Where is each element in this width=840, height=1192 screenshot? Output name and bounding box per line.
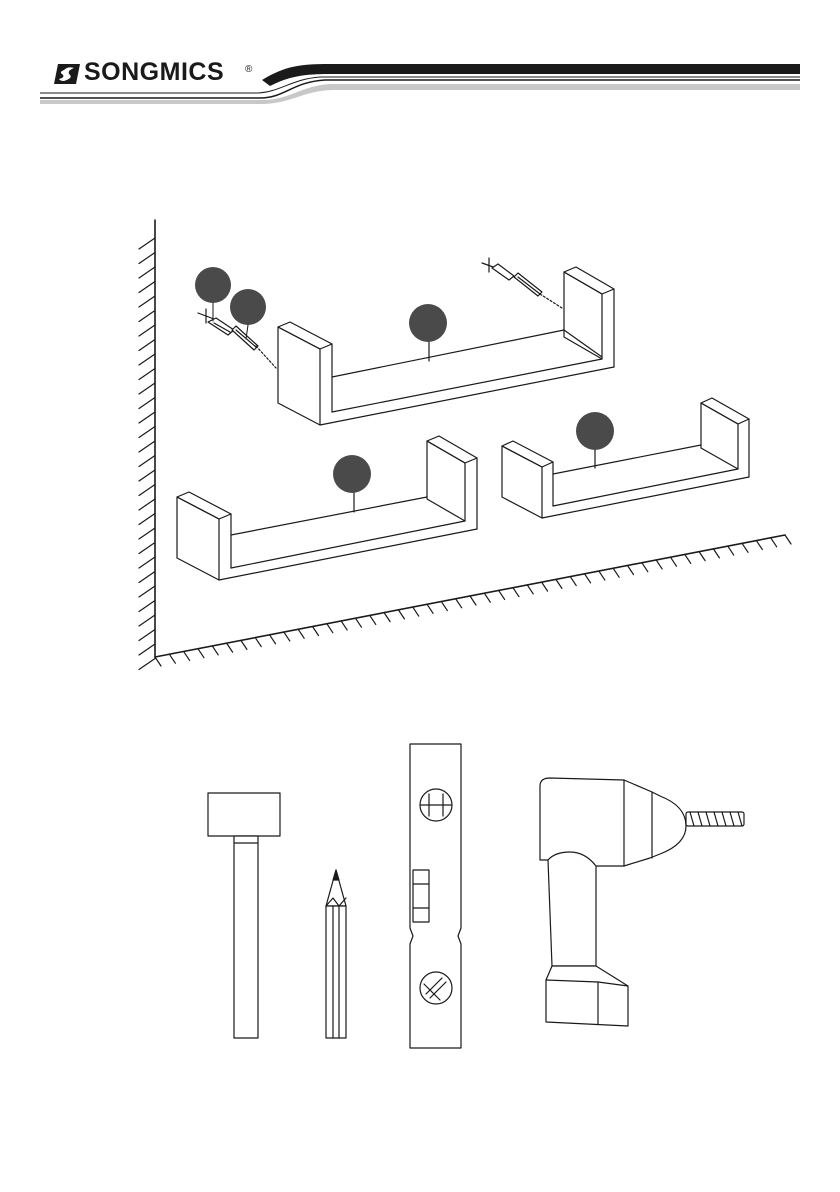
floor-hatch-line xyxy=(756,541,762,550)
floor-hatch-line xyxy=(570,577,576,586)
floor-hatch-line xyxy=(742,543,748,552)
callout-marker-screw xyxy=(230,289,266,325)
floor-hatch-line xyxy=(470,596,476,605)
floor-hatch-line xyxy=(613,568,619,577)
wall-hatch-line xyxy=(139,325,155,336)
wall-anchor-right xyxy=(482,258,514,280)
floor-hatch-line xyxy=(456,599,462,608)
floor-hatch-line xyxy=(585,574,591,583)
floor-hatch-line xyxy=(384,613,390,622)
floor-hatch-line xyxy=(255,638,261,647)
floor-hatch-line xyxy=(169,654,175,663)
wall-hatch-line xyxy=(139,514,155,525)
floor-hatch-line xyxy=(327,624,333,633)
floor-hatch-line xyxy=(298,629,304,638)
wall-hatch-line xyxy=(139,601,155,612)
floor-hatch-line xyxy=(642,563,648,572)
wall-hatch-line xyxy=(139,238,155,249)
floor-hatch-line xyxy=(527,585,533,594)
wall-hatch-line xyxy=(139,369,155,380)
floor-hatch-line xyxy=(313,627,319,636)
wall-hatch-line xyxy=(139,485,155,496)
floor-hatch-line xyxy=(284,632,290,641)
callout-marker-anchor xyxy=(195,267,231,303)
floor-hatch-line xyxy=(270,635,276,644)
wall-hatch-line xyxy=(139,340,155,351)
wall-hatch-line xyxy=(139,470,155,481)
screw-left xyxy=(232,326,276,368)
floor-hatch-line xyxy=(685,554,691,563)
floor-hatch-line xyxy=(184,651,190,660)
shelf-bottom-left xyxy=(177,436,477,580)
wall-hatch-line xyxy=(139,311,155,322)
wall-hatch-line xyxy=(139,296,155,307)
wall-hatch-line xyxy=(139,253,155,264)
floor-hatch-line xyxy=(628,566,634,575)
floor-hatch-line xyxy=(355,618,361,627)
wall-hatch-line xyxy=(139,427,155,438)
floor-hatch-line xyxy=(241,640,247,649)
floor-hatch-line xyxy=(785,535,791,544)
wall-hatch-line xyxy=(139,586,155,597)
floor-hatch-line xyxy=(370,615,376,624)
wall-hatch-line xyxy=(139,441,155,452)
wall-hatch-line xyxy=(139,543,155,554)
floor-hatch-line xyxy=(713,549,719,558)
floor-hatch-line xyxy=(599,571,605,580)
floor-hatch-line xyxy=(656,560,662,569)
drill-icon xyxy=(540,778,744,1026)
floor-hatch-line xyxy=(398,610,404,619)
floor-hatch-line xyxy=(484,593,490,602)
floor-hatch-line xyxy=(413,607,419,616)
floor-hatch-line xyxy=(427,604,433,613)
wall-hatch-line xyxy=(139,644,155,655)
floor-hatch-line xyxy=(542,582,548,591)
wall-hatch-line xyxy=(139,557,155,568)
wall-hatch-line xyxy=(139,412,155,423)
floor-hatch-line xyxy=(699,552,705,561)
floor-hatch-line xyxy=(155,657,161,666)
callout-marker-shelf-large xyxy=(409,304,447,342)
floor-hatch-line xyxy=(771,538,777,547)
floor-hatch-line xyxy=(341,621,347,630)
wall-hatch-line xyxy=(139,354,155,365)
screw-right xyxy=(514,273,562,308)
wall-hatch-line xyxy=(139,499,155,510)
wall-and-floor xyxy=(139,220,791,670)
floor-hatch-line xyxy=(513,588,519,597)
wall-hatch-line xyxy=(139,630,155,641)
wall-hatch-line xyxy=(139,267,155,278)
wall-anchor-left xyxy=(198,309,234,335)
wall-hatching xyxy=(139,238,155,670)
floor-hatch-line xyxy=(212,646,218,655)
shelf-bottom-right xyxy=(502,398,749,518)
wall-hatch-line xyxy=(139,398,155,409)
floor-hatch-line xyxy=(441,602,447,611)
wall-hatch-line xyxy=(139,572,155,583)
floor-hatch-line xyxy=(227,643,233,652)
floor-hatch-line xyxy=(499,590,505,599)
wall-hatch-line xyxy=(139,456,155,467)
pencil-icon xyxy=(326,870,346,1038)
callout-marker-shelf-small xyxy=(576,412,614,450)
floor-hatch-line xyxy=(728,546,734,555)
wall-hatch-line xyxy=(139,282,155,293)
spirit-level-icon xyxy=(410,744,461,1048)
shelf-top xyxy=(278,267,614,425)
callout-marker-shelf-medium xyxy=(333,455,371,493)
wall-hatch-line xyxy=(139,383,155,394)
wall-hatch-line xyxy=(139,659,155,670)
wall-hatch-line xyxy=(139,528,155,539)
mallet-icon xyxy=(208,793,280,1038)
floor-hatch-line xyxy=(556,579,562,588)
floor-hatch-line xyxy=(670,557,676,566)
floor-hatch-line xyxy=(198,649,204,658)
floor-hatching xyxy=(155,535,791,666)
wall-hatch-line xyxy=(139,615,155,626)
